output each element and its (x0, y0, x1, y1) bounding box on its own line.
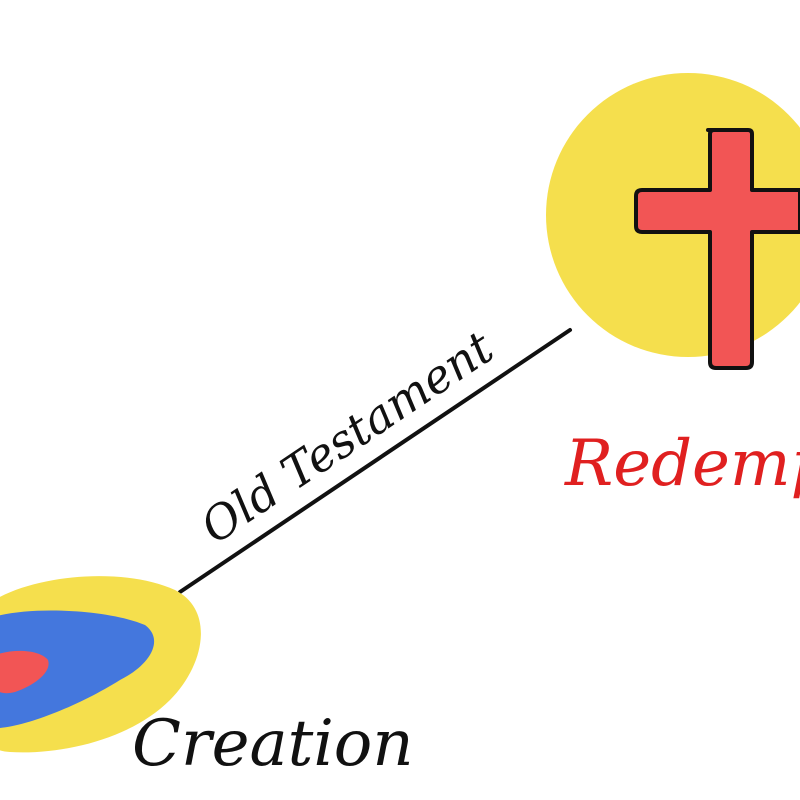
creation-label: Creation (132, 707, 414, 781)
cross-shape (634, 128, 800, 370)
redemption-label: Redempt (564, 427, 800, 501)
old-testament-label: Old Testament (191, 320, 503, 554)
creation-blob-icon (0, 576, 201, 753)
timeline-line (178, 328, 572, 594)
creation-blob-red (0, 650, 49, 694)
creation-blob-blue (0, 610, 155, 728)
cross-icon (546, 73, 800, 370)
